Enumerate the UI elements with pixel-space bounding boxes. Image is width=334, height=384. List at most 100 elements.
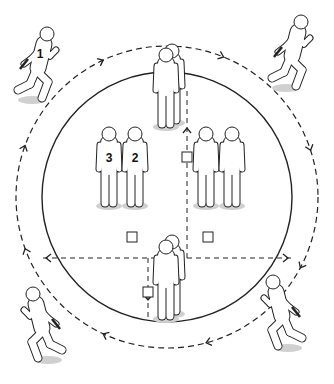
figure-head <box>225 127 239 141</box>
track-arrow <box>206 338 212 346</box>
figure-body <box>158 256 174 280</box>
figure-head <box>159 48 173 62</box>
figure-body <box>102 170 109 203</box>
figure-body <box>167 91 174 124</box>
figure-outline <box>42 82 48 98</box>
figure-body <box>175 258 176 282</box>
figure-head <box>128 127 142 141</box>
figure-outline <box>290 332 302 338</box>
figure-outline <box>181 62 182 86</box>
figure-body <box>241 145 242 169</box>
figure-outline <box>50 344 62 350</box>
figure-outline <box>157 64 175 88</box>
figure-body <box>127 143 143 167</box>
figure-body <box>272 72 284 78</box>
figure-body <box>233 170 240 203</box>
figure-body <box>18 84 30 90</box>
baton <box>292 307 300 317</box>
figure-outline <box>126 143 144 167</box>
figure-outline <box>264 298 270 304</box>
figure-body <box>159 91 166 124</box>
figure-body <box>101 143 117 167</box>
figure-outline <box>215 145 216 169</box>
figure-outline <box>18 84 30 90</box>
baton <box>20 59 28 69</box>
figure-head <box>102 127 116 141</box>
track-arrow <box>103 332 109 339</box>
figure-outline <box>144 145 145 169</box>
figure-head <box>294 15 308 29</box>
figure-body <box>207 170 214 203</box>
figure-body <box>125 145 126 169</box>
figure-body <box>296 70 302 86</box>
figure-body <box>159 283 166 316</box>
figure-body <box>181 253 182 277</box>
figure-body <box>181 62 182 86</box>
figure-body <box>50 50 56 56</box>
track-arrow <box>97 59 103 66</box>
figure-body <box>199 170 206 203</box>
figure-head <box>40 27 54 41</box>
lane-arrow <box>283 254 288 262</box>
figure-body <box>99 145 100 169</box>
lane-arrow <box>46 254 51 262</box>
figure-body <box>136 170 143 203</box>
cone-marker <box>182 152 192 162</box>
baton <box>52 319 60 329</box>
figure-body <box>24 310 30 316</box>
figure-head <box>199 127 213 141</box>
callout-number: 2 <box>127 151 143 165</box>
figure-body <box>167 283 174 316</box>
figure-body <box>175 66 176 90</box>
figure-head <box>266 275 280 289</box>
figure-outline <box>272 72 284 78</box>
figure-outline <box>223 143 241 167</box>
figure-body <box>50 344 62 350</box>
figure-outline <box>175 258 176 282</box>
figure-outline <box>99 145 100 169</box>
figure-body <box>196 145 197 169</box>
figure-outline <box>156 66 157 90</box>
figure-outline <box>100 143 118 167</box>
callout-number: 3 <box>101 151 117 165</box>
figure-outline <box>196 145 197 169</box>
figure-body <box>156 66 157 90</box>
figure-outline <box>304 38 310 44</box>
cone-marker <box>127 232 137 242</box>
figure-body <box>42 82 48 98</box>
figure-body <box>215 145 216 169</box>
figure-body <box>144 145 145 169</box>
figure-body <box>224 143 240 167</box>
track-arrow <box>299 262 306 268</box>
track-arrow <box>20 145 28 151</box>
figure-outline <box>118 145 119 169</box>
inner-circle <box>42 72 292 322</box>
cone-marker <box>143 287 153 297</box>
figure-body <box>222 145 223 169</box>
track-arrow <box>217 51 223 58</box>
figure-head <box>26 287 40 301</box>
figure-outline <box>181 253 182 277</box>
figure-body <box>128 170 135 203</box>
figure-body <box>225 170 232 203</box>
running-track <box>16 46 318 348</box>
figure-outline <box>272 330 278 346</box>
figure-body <box>264 298 270 304</box>
figure-outline <box>125 145 126 169</box>
figure-outline <box>296 70 302 86</box>
figure-body <box>198 143 214 167</box>
callout-number: 1 <box>32 47 48 61</box>
figure-body <box>156 258 157 282</box>
figure-body <box>110 170 117 203</box>
figure-body <box>158 64 174 88</box>
figure-body <box>32 342 38 358</box>
cone-marker <box>203 232 213 242</box>
lane-arrow <box>183 128 191 133</box>
figure-outline <box>241 145 242 169</box>
figure-outline <box>32 342 38 358</box>
dashed-lane <box>187 90 188 258</box>
figure-outline <box>222 145 223 169</box>
figure-outline <box>175 66 176 90</box>
